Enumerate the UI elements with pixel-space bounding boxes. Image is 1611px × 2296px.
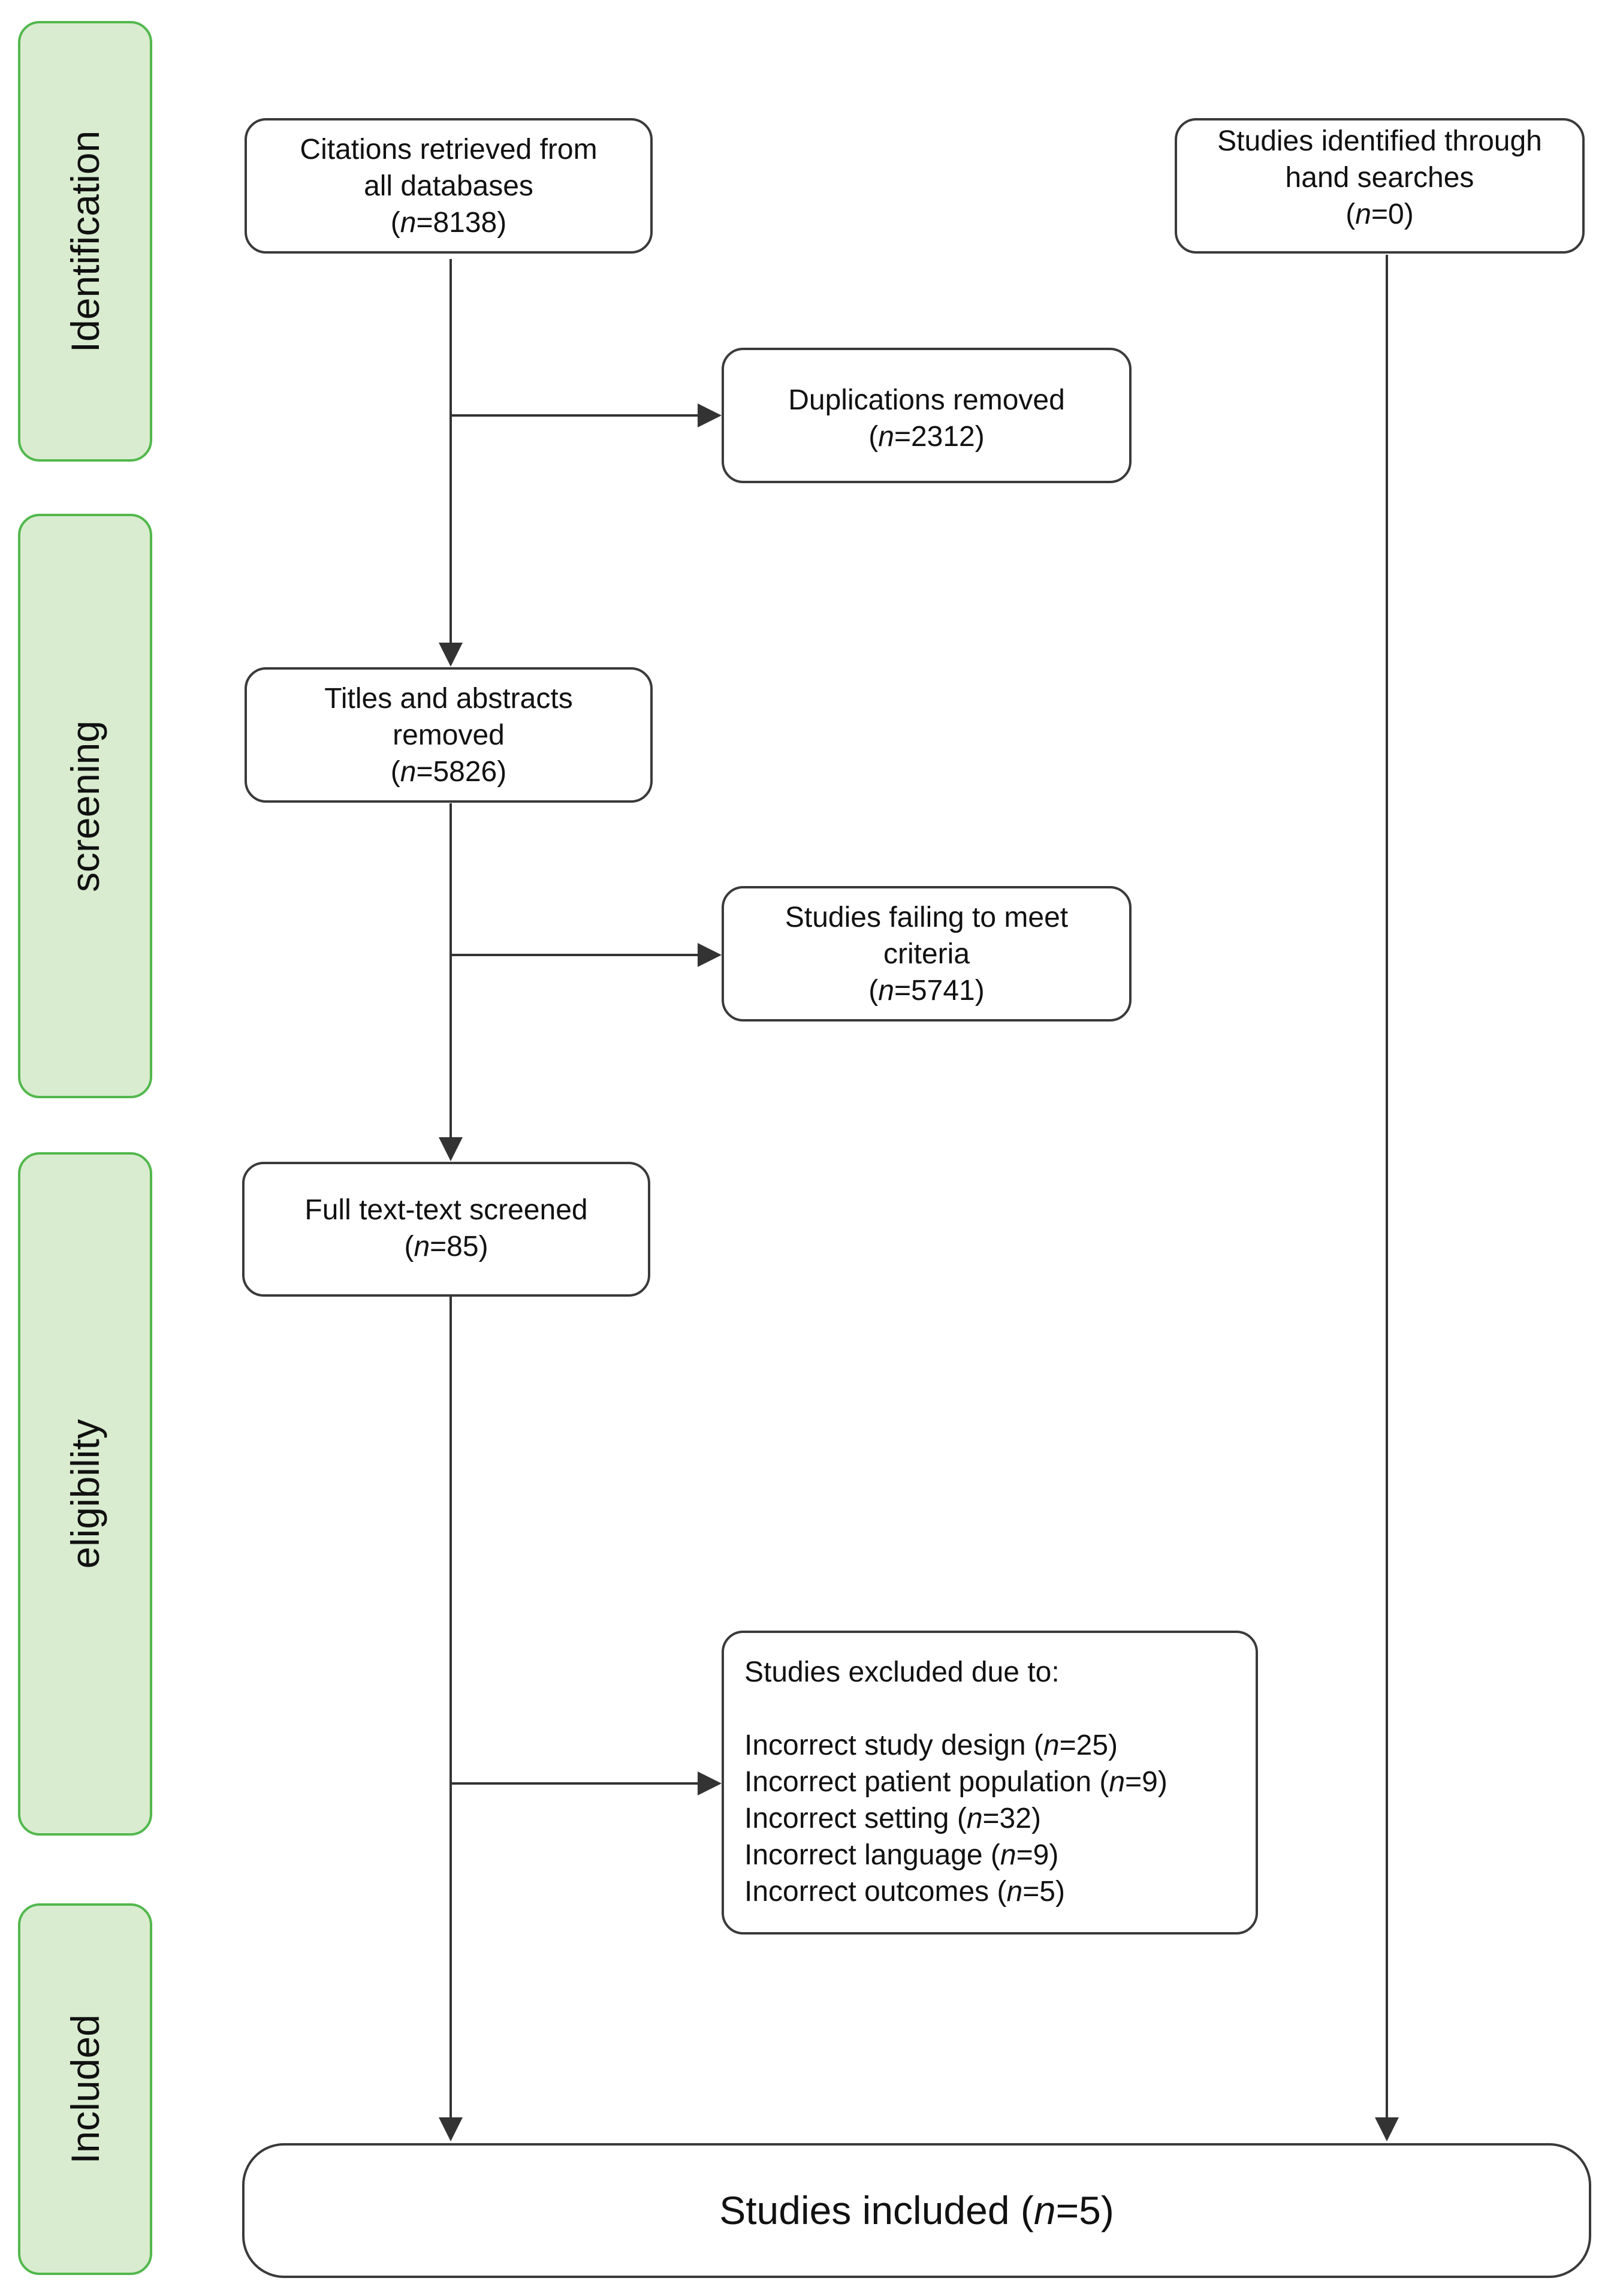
stage-eligibility: eligibility [18, 1152, 152, 1836]
duplications-n-value: =2312 [894, 421, 975, 453]
duplications-line1: Duplications removed [788, 384, 1065, 416]
stage-identification: Identification [18, 21, 152, 462]
failing-line2: criteria [883, 938, 970, 970]
stage-screening: screening [18, 514, 152, 1098]
citations-n: n [400, 206, 417, 239]
duplications-count: (n=2312) [868, 421, 985, 453]
titles-n-value: =5826 [416, 755, 497, 788]
hand-searches-line2: hand searches [1285, 162, 1474, 194]
box-duplications-removed: Duplications removed (n=2312) [722, 348, 1132, 483]
citations-line1: Citations retrieved from [300, 133, 598, 165]
excluded-reason: Incorrect study design (n=25) [744, 1729, 1118, 1761]
box-full-text-screened: Full text-text screened (n=85) [242, 1162, 650, 1297]
box-studies-excluded: Studies excluded due to: Incorrect study… [722, 1631, 1258, 1935]
excluded-reason: Incorrect language (n=9) [744, 1839, 1059, 1871]
failing-n: n [878, 974, 894, 1007]
failing-count: (n=5741) [868, 974, 985, 1007]
fulltext-n: n [414, 1231, 430, 1263]
titles-line1: Titles and abstracts [324, 682, 573, 715]
stage-included: Included [18, 1903, 152, 2275]
excluded-reason: Incorrect outcomes (n=5) [744, 1876, 1065, 1908]
citations-count: (n=8138) [390, 206, 507, 239]
excluded-heading: Studies excluded due to: [744, 1656, 1060, 1688]
duplications-n: n [878, 421, 894, 453]
box-titles-abstracts-removed: Titles and abstracts removed (n=5826) [245, 667, 653, 803]
hand-searches-n: n [1355, 198, 1371, 230]
fulltext-line1: Full text-text screened [304, 1194, 588, 1226]
excluded-reason: Incorrect patient population (n=9) [744, 1766, 1167, 1798]
box-studies-failing-criteria: Studies failing to meet criteria (n=5741… [722, 886, 1132, 1022]
citations-line2: all databases [364, 170, 533, 202]
box-studies-included: Studies included (n=5) [242, 2143, 1591, 2278]
titles-count: (n=5826) [390, 755, 507, 788]
failing-n-value: =5741 [894, 974, 975, 1007]
hand-searches-count: (n=0) [1345, 198, 1414, 230]
included-label: Studies included (n=5) [719, 2188, 1114, 2232]
excluded-reason: Incorrect setting (n=32) [744, 1803, 1041, 1834]
citations-n-value: =8138 [416, 206, 497, 239]
titles-n: n [400, 755, 417, 788]
box-hand-searches: Studies identified through hand searches… [1175, 118, 1585, 254]
hand-searches-line1: Studies identified through [1217, 125, 1542, 157]
failing-line1: Studies failing to meet [785, 901, 1069, 933]
titles-line2: removed [393, 719, 505, 751]
hand-searches-n-value: =0 [1371, 198, 1404, 230]
fulltext-n-value: =85 [430, 1231, 479, 1263]
box-citations-retrieved: Citations retrieved from all databases (… [245, 118, 653, 254]
fulltext-count: (n=85) [404, 1231, 488, 1263]
